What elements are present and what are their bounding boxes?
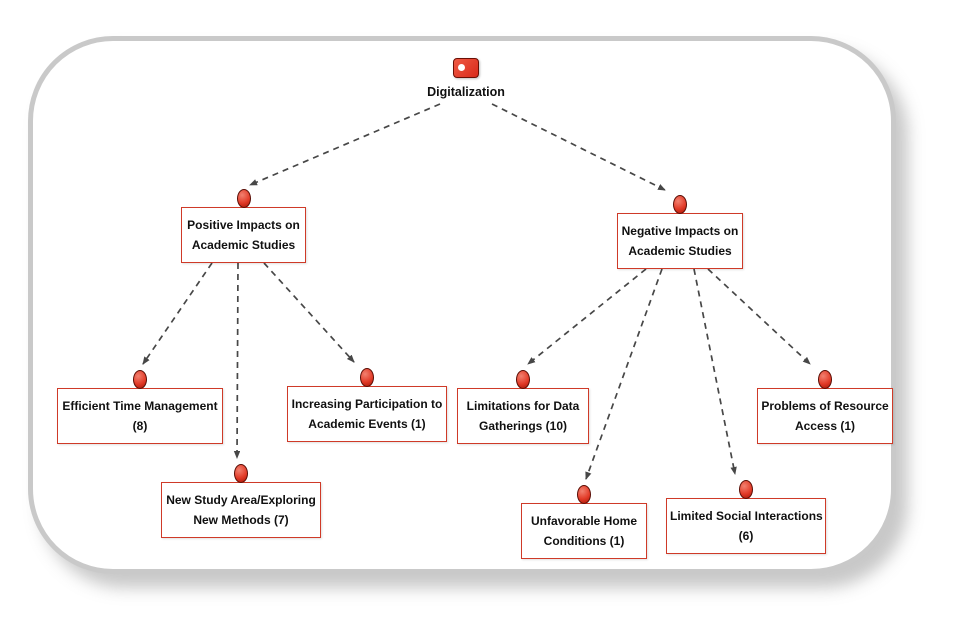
root-node-label: Digitalization [427,85,505,99]
node-label-line1: Problems of Resource [761,399,889,413]
node-label-line1: Unfavorable Home [530,514,638,528]
node-label-line2: Conditions (1) [543,534,625,548]
node-label-line2: Academic Studies [191,238,296,252]
node-label-line1: Negative Impacts on [621,224,739,238]
node-marker-icon [516,370,530,389]
digitalization-icon-dot [458,64,465,71]
node-marker-icon [234,464,248,483]
node-marker-icon [673,195,687,214]
node-positive-impacts: Positive Impacts on Academic Studies [181,189,306,263]
node-label-line2: Academic Studies [628,244,732,258]
node-label-line2: Gatherings (10) [478,419,568,433]
node-label-line2: Academic Events (1) [308,417,426,431]
node-label-line2: Access (1) [794,419,856,433]
node-label-line1: New Study Area/Exploring [166,493,316,507]
node-increasing-participation: Increasing Participation to Academic Eve… [287,368,447,442]
node-new-study-area: New Study Area/Exploring New Methods (7) [161,464,321,538]
node-marker-icon [818,370,832,389]
node-label-line1: Positive Impacts on [187,218,300,232]
node-marker-icon [739,480,753,499]
node-marker-icon [133,370,147,389]
node-label-line1: Efficient Time Management [62,399,218,413]
root-node-digitalization: Digitalization [410,58,522,99]
node-limited-social-interactions: Limited Social Interactions (6) [666,480,826,554]
node-efficient-time-management: Efficient Time Management (8) [57,370,223,444]
node-label-line1: Increasing Participation to [291,397,443,411]
node-negative-impacts: Negative Impacts on Academic Studies [617,195,743,269]
node-marker-icon [360,368,374,387]
digitalization-icon [453,58,479,78]
node-label-line2: (8) [132,419,148,433]
node-unfavorable-home-conditions: Unfavorable Home Conditions (1) [521,485,647,559]
node-limitations-data-gatherings: Limitations for Data Gatherings (10) [457,370,589,444]
figure-frame [28,36,896,574]
node-marker-icon [577,485,591,504]
node-label-line2: New Methods (7) [193,513,289,527]
node-label-line2: (6) [738,529,754,543]
node-label-line1: Limited Social Interactions [670,509,823,523]
node-problems-resource-access: Problems of Resource Access (1) [757,370,893,444]
node-label-line1: Limitations for Data [466,399,580,413]
node-marker-icon [236,189,251,208]
